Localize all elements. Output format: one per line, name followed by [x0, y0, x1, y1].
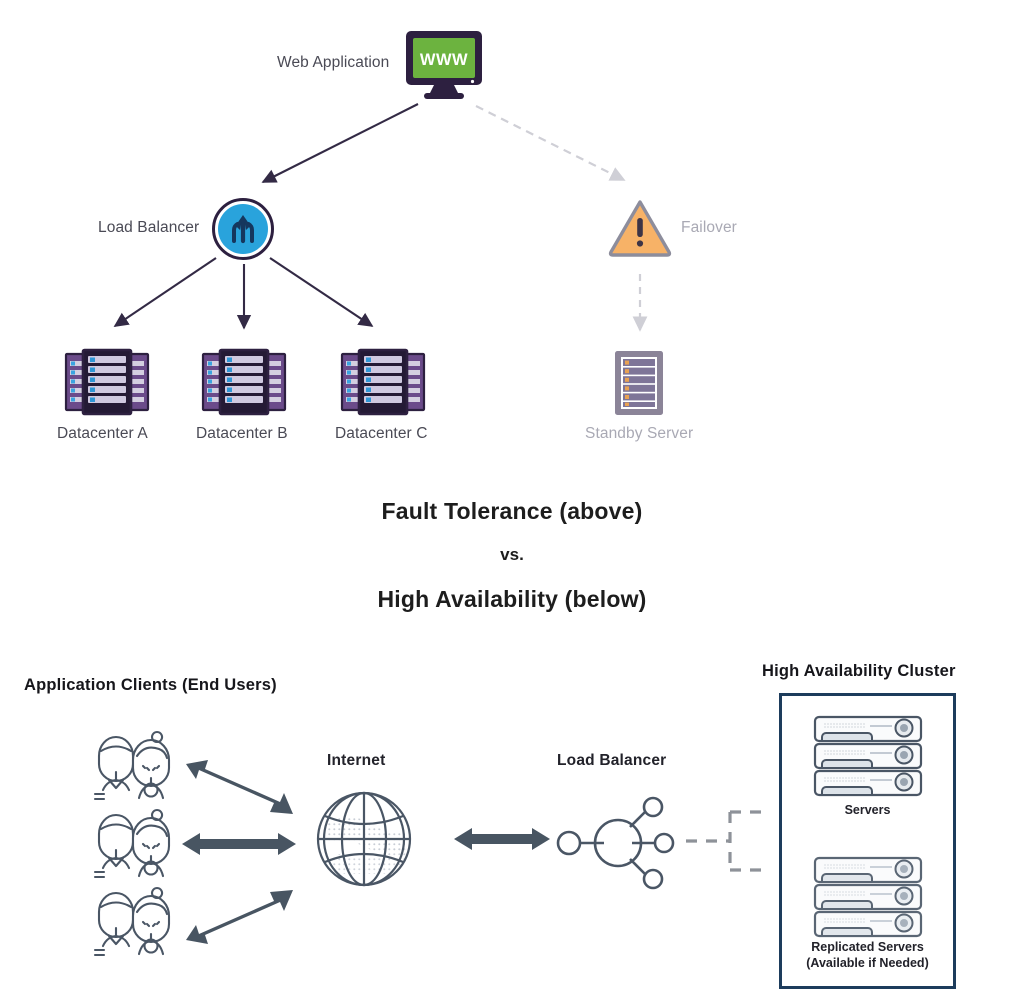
client-group-3: [85, 884, 183, 962]
dashed-bracket-connector: [684, 798, 770, 884]
ha-load-balancer-label: Load Balancer: [557, 752, 667, 769]
arrow-client1-to-internet: [180, 758, 298, 820]
warning-triangle-icon: [607, 198, 673, 258]
replicated-servers-label-line1: Replicated Servers: [811, 940, 924, 954]
ha-cluster-box: [779, 693, 956, 989]
primary-servers-label: Servers: [844, 803, 891, 817]
arrow-client2-to-internet: [180, 828, 298, 860]
web-application-label: Web Application: [277, 54, 390, 71]
replicated-servers-label-line2: (Available if Needed): [806, 955, 929, 970]
arrow-lb-to-datacenter-a: [98, 256, 228, 342]
arrow-webapp-to-failover: [472, 100, 652, 200]
arrow-client3-to-internet: [180, 884, 298, 946]
failover-label: Failover: [681, 219, 737, 236]
primary-servers-icon: [812, 714, 924, 797]
client-group-1: [85, 728, 183, 806]
title-high-availability: High Availability (below): [377, 586, 647, 612]
datacenter-c-label: Datacenter C: [335, 425, 428, 442]
client-group-2: [85, 806, 183, 884]
title-fault-tolerance: Fault Tolerance (above): [381, 498, 643, 524]
datacenter-b-icon: [201, 348, 287, 416]
arrow-lb-to-datacenter-b: [236, 262, 252, 342]
replicated-servers-label: Replicated Servers (Available if Needed): [779, 940, 956, 971]
datacenter-b-label: Datacenter B: [196, 425, 288, 442]
arrow-lb-to-datacenter-c: [262, 256, 392, 342]
arrow-internet-to-loadbalancer: [452, 823, 552, 855]
application-clients-header: Application Clients (End Users): [24, 676, 277, 694]
standby-server-rack-icon: [614, 350, 664, 416]
globe-wireframe-icon: [313, 788, 415, 890]
standby-server-label: Standby Server: [585, 425, 694, 442]
svg-text:WWW: WWW: [420, 51, 468, 69]
load-balancer-label: Load Balancer: [98, 219, 200, 236]
ha-cluster-header: High Availability Cluster: [762, 662, 956, 680]
monitor-www-icon: WWW: [404, 29, 484, 101]
datacenter-c-icon: [340, 348, 426, 416]
arrow-failover-to-standby: [632, 272, 648, 344]
network-hub-icon: [552, 793, 684, 893]
datacenter-a-icon: [64, 348, 150, 416]
arrow-webapp-to-loadbalancer: [240, 100, 440, 200]
title-vs: vs.: [500, 545, 524, 564]
replicated-servers-icon: [812, 855, 924, 938]
load-balancer-circle-icon: [211, 197, 275, 261]
internet-label: Internet: [327, 752, 386, 769]
datacenter-a-label: Datacenter A: [57, 425, 148, 442]
